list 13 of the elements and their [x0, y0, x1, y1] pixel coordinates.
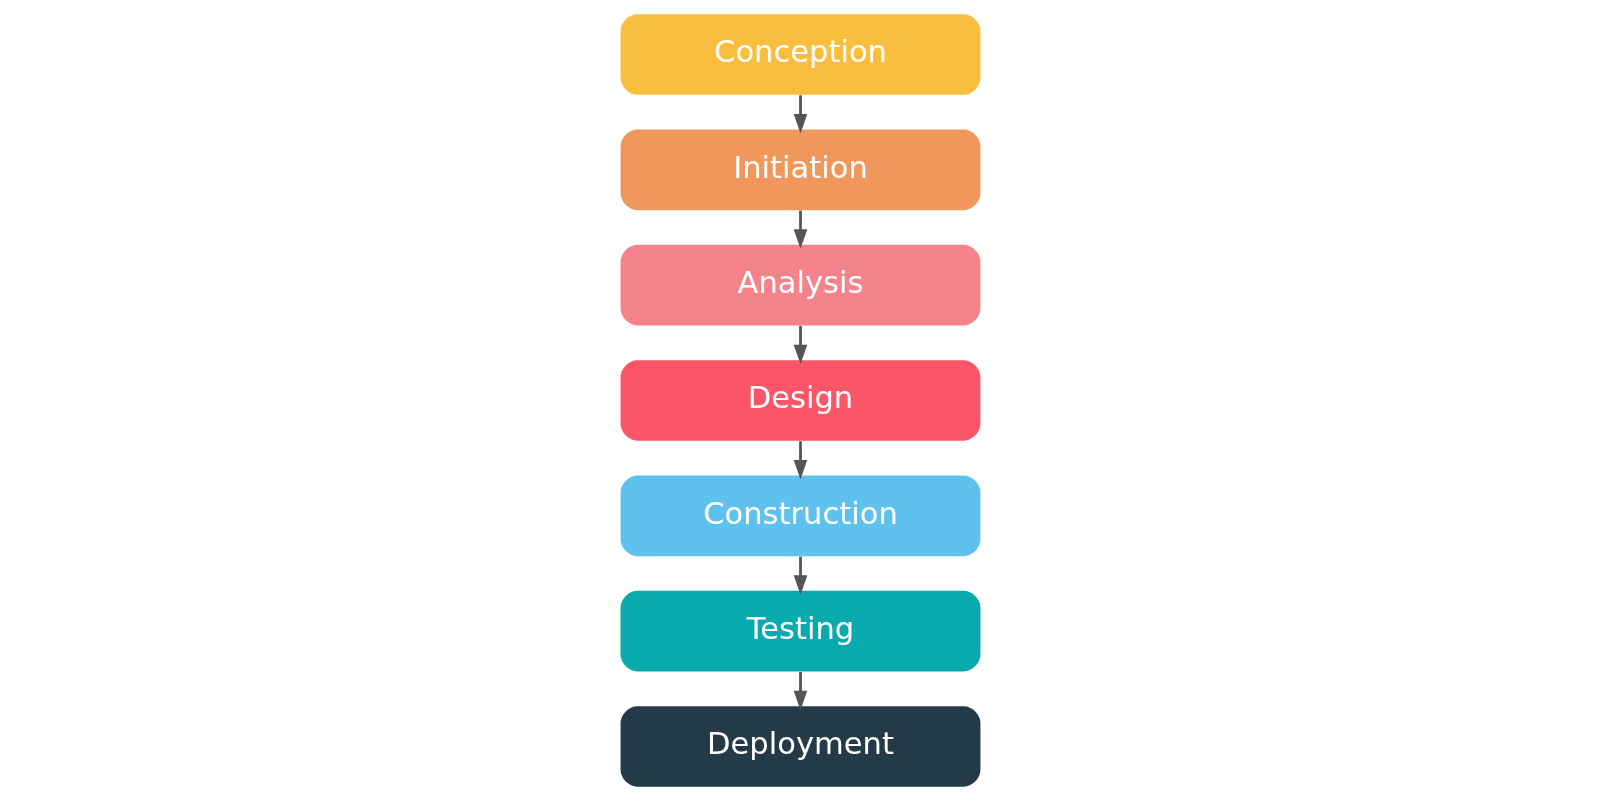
arrow — [793, 556, 807, 595]
arrow — [793, 671, 807, 711]
arrow — [793, 441, 807, 480]
node-box: Deployment — [620, 706, 980, 787]
arrow — [793, 210, 807, 249]
arrow — [793, 325, 807, 365]
node-box: Construction — [620, 475, 980, 557]
node-box: Testing — [620, 590, 980, 672]
node-box: Design — [620, 360, 980, 441]
node-box: Conception — [620, 14, 980, 95]
node-box: Analysis — [620, 244, 980, 326]
node-box: Initiation — [620, 129, 980, 211]
arrow — [793, 95, 807, 134]
